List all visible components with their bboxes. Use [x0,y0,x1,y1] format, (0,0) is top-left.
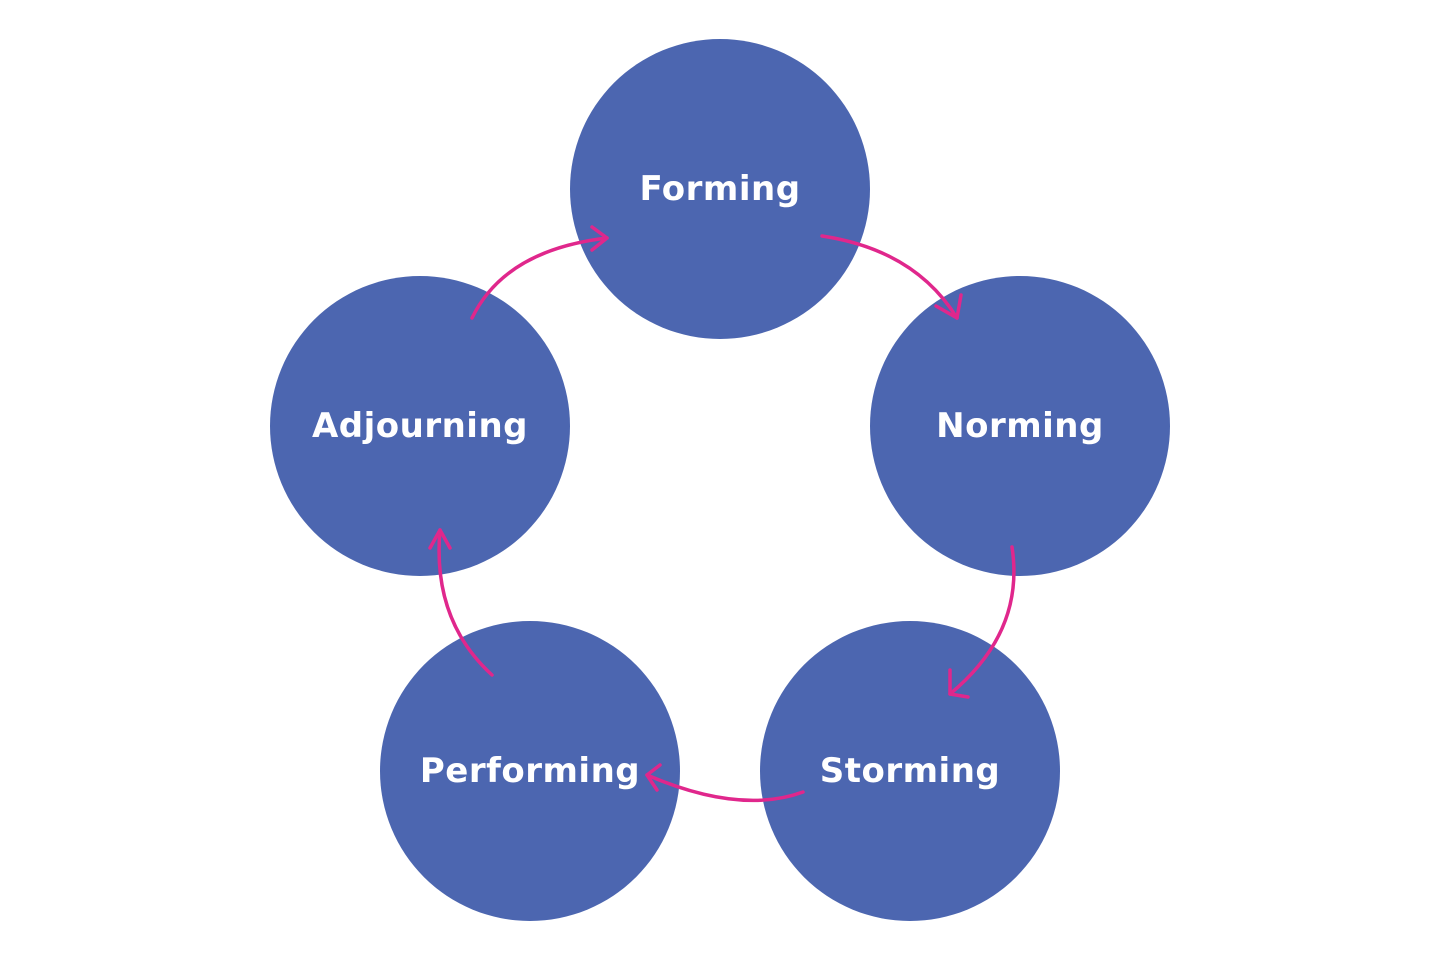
stage-node-norming: Norming [870,276,1170,576]
stage-node-storming: Storming [760,621,1060,921]
stage-node-adjourning: Adjourning [270,276,570,576]
stage-label-adjourning: Adjourning [311,406,529,446]
stage-label-norming: Norming [936,406,1104,446]
stage-label-forming: Forming [639,169,801,209]
stage-label-storming: Storming [819,751,1001,791]
stage-node-forming: Forming [570,39,870,339]
stage-label-performing: Performing [419,751,641,791]
stage-node-performing: Performing [380,621,680,921]
